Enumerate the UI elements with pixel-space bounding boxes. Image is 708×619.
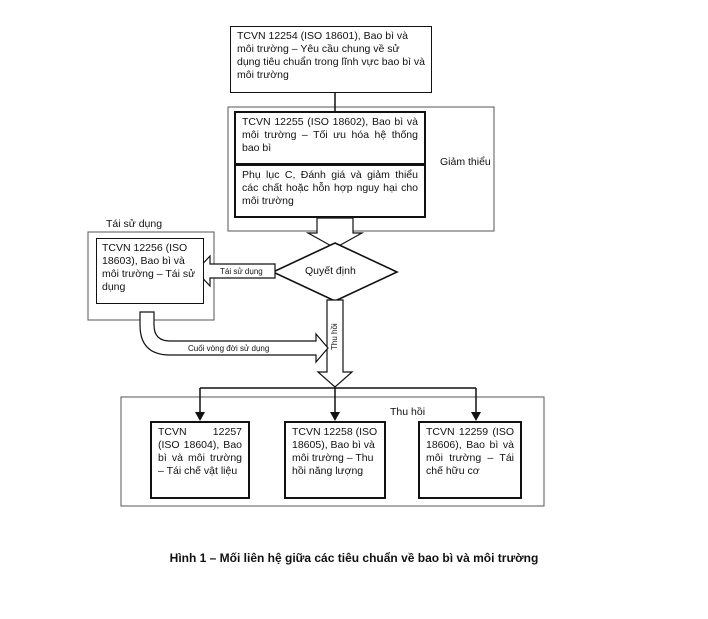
box-annex-c: Phụ lục C, Đánh giá và giảm thiểu các ch… xyxy=(234,164,426,218)
end-of-life-label: Cuối vòng đời sử dụng xyxy=(188,344,270,353)
end-of-life-arrow xyxy=(139,311,329,364)
box-iso-18604: TCVN 12257 (ISO 18604), Bao bì và môi tr… xyxy=(150,421,250,499)
reduction-group-frame xyxy=(227,106,495,232)
reuse-arrow-label: Tái sử dụng xyxy=(220,267,263,276)
recovery-arrow xyxy=(316,299,354,388)
box-iso-18605: TCVN 12258 (ISO 18605), Bao bì và môi tr… xyxy=(284,421,386,499)
box-iso-18602: TCVN 12255 (ISO 18602), Bao bì và môi tr… xyxy=(234,111,426,165)
branch-center-head xyxy=(330,412,340,421)
recovery-group-frame xyxy=(120,396,545,507)
box-iso-18602-text: TCVN 12255 (ISO 18602), Bao bì và môi tr… xyxy=(242,116,418,154)
reduction-label: Giảm thiểu xyxy=(440,156,491,168)
decision-label: Quyết định xyxy=(305,265,356,277)
reuse-group-label: Tái sử dụng xyxy=(106,218,163,230)
hollow-arrow-to-decision xyxy=(305,217,365,249)
recovery-group-label: Thu hồi xyxy=(390,406,426,418)
box-iso-18603-text: TCVN 12256 (ISO 18603), Bao bì và môi tr… xyxy=(102,242,196,293)
box-iso-18606-text: TCVN 12259 (ISO 18606), Bao bì và môi tr… xyxy=(426,426,514,477)
box-iso-18601: TCVN 12254 (ISO 18601), Bao bì và môi tr… xyxy=(230,26,432,93)
recovery-arrow-label: Thu hồi xyxy=(330,323,339,350)
box-iso-18605-text: TCVN 12258 (ISO 18605), Bao bì và môi tr… xyxy=(292,426,378,477)
figure-caption: Hình 1 – Mối liên hệ giữa các tiêu chuẩn… xyxy=(169,551,539,565)
box-iso-18603: TCVN 12256 (ISO 18603), Bao bì và môi tr… xyxy=(96,238,204,304)
branch-left-head xyxy=(195,412,205,421)
box-iso-18604-text: TCVN 12257 (ISO 18604), Bao bì và môi tr… xyxy=(158,426,242,477)
box-annex-c-text: Phụ lục C, Đánh giá và giảm thiểu các ch… xyxy=(242,169,418,207)
box-iso-18601-text: TCVN 12254 (ISO 18601), Bao bì và môi tr… xyxy=(237,30,425,81)
branch-right-head xyxy=(471,412,481,421)
box-iso-18606: TCVN 12259 (ISO 18606), Bao bì và môi tr… xyxy=(418,421,522,499)
